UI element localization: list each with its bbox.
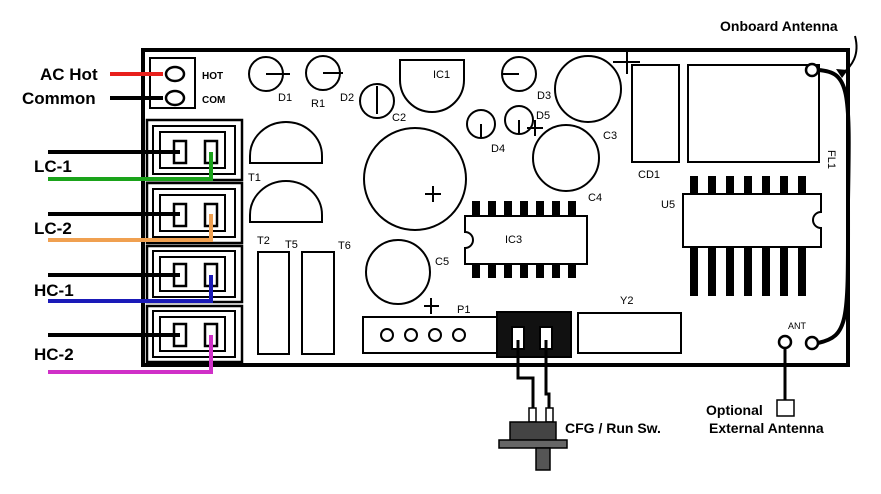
t5-silkscreen: T5 xyxy=(285,239,298,251)
component-t6 xyxy=(301,251,335,355)
ant-pad-left xyxy=(777,334,793,350)
main-capacitor xyxy=(363,127,467,231)
diode-d5 xyxy=(504,105,543,136)
transistor-pair-t1 xyxy=(249,121,323,223)
diode-d4 xyxy=(466,109,496,139)
d1-silkscreen: D1 xyxy=(278,92,292,104)
cd1-silkscreen: CD1 xyxy=(638,169,660,181)
cfg-connector xyxy=(496,311,572,358)
ant-pad-right xyxy=(804,335,820,351)
arrow-head xyxy=(836,69,848,78)
c3-silkscreen: C3 xyxy=(603,130,617,142)
onboard-antenna-label: Onboard Antenna xyxy=(720,18,838,34)
chip-u5 xyxy=(682,176,822,296)
com-silkscreen: COM xyxy=(202,95,225,106)
capacitor-c2 xyxy=(359,83,395,119)
power-terminal-block xyxy=(149,57,196,109)
capacitor-c4 xyxy=(532,124,600,192)
optional-label: Optional xyxy=(706,402,763,418)
r1-silkscreen: R1 xyxy=(311,98,325,110)
fl1-silkscreen: FL1 xyxy=(825,150,837,169)
ac-hot-label: AC Hot xyxy=(40,65,98,84)
d3-silkscreen: D3 xyxy=(537,90,551,102)
t2-silkscreen: T2 xyxy=(257,235,270,247)
hc1-colored-wire xyxy=(48,275,213,303)
u5-silkscreen: U5 xyxy=(661,199,675,211)
c4-silkscreen: C4 xyxy=(588,192,602,204)
external-antenna-terminal xyxy=(776,399,795,417)
filter-fl1 xyxy=(687,64,820,163)
cfg-run-switch xyxy=(498,407,568,471)
external-antenna-label: External Antenna xyxy=(709,420,824,436)
resistor-r1 xyxy=(305,55,343,91)
lc2-colored-wire xyxy=(48,214,213,242)
c2-silkscreen: C2 xyxy=(392,112,406,124)
onboard-antenna-wire xyxy=(817,68,851,345)
antenna-top-pad xyxy=(804,62,820,78)
cfg-wire-left xyxy=(516,340,535,410)
hot-silkscreen: HOT xyxy=(202,71,223,82)
lc2-label: LC-2 xyxy=(34,219,72,238)
capacitor-c3 xyxy=(554,55,622,123)
chip-ic3 xyxy=(464,201,588,278)
d4-silkscreen: D4 xyxy=(491,143,505,155)
diode-d3-top xyxy=(501,56,537,92)
y2-silkscreen: Y2 xyxy=(620,295,633,307)
ic1-silkscreen: IC1 xyxy=(433,69,450,81)
d2-silkscreen: D2 xyxy=(340,92,354,104)
p1-silkscreen: P1 xyxy=(457,304,470,316)
diode-d1 xyxy=(248,56,290,92)
cfg-wire-right xyxy=(544,340,551,410)
t1-silkscreen: T1 xyxy=(248,172,261,184)
c5-silkscreen: C5 xyxy=(435,256,449,268)
capacitor-c5 xyxy=(365,239,431,305)
hc2-label: HC-2 xyxy=(34,345,74,364)
ic1-regulator xyxy=(399,59,465,113)
ic3-silkscreen: IC3 xyxy=(505,234,522,246)
crystal-y2 xyxy=(577,312,682,354)
component-cd1 xyxy=(631,64,680,163)
cfg-run-switch-label: CFG / Run Sw. xyxy=(565,420,661,436)
component-t2 xyxy=(257,251,290,355)
hc2-colored-wire xyxy=(48,335,213,374)
hc1-label: HC-1 xyxy=(34,281,74,300)
common-label: Common xyxy=(22,89,96,108)
lc1-label: LC-1 xyxy=(34,157,72,176)
ant-silkscreen: ANT xyxy=(788,321,807,331)
d5-silkscreen: D5 xyxy=(536,110,550,122)
lc1-colored-wire xyxy=(48,152,213,181)
header-p1 xyxy=(362,316,499,354)
t6-silkscreen: T6 xyxy=(338,240,351,252)
